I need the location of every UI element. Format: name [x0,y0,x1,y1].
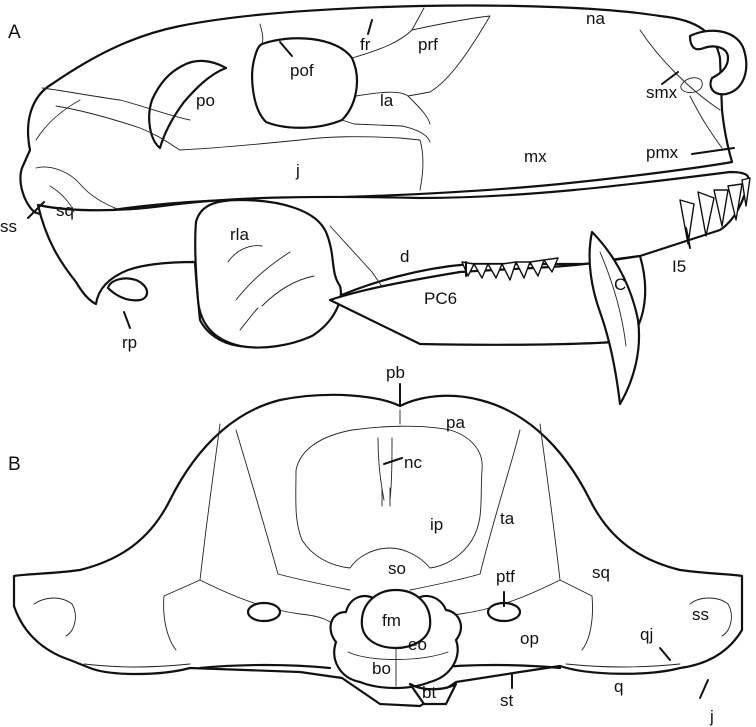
right-quadrate-line [565,663,681,668]
lamina-ridge-4 [239,307,259,331]
label-ptf: ptf [496,567,515,586]
upper-canine [588,230,641,406]
label-ss-b: ss [692,605,709,624]
retroarticular-process [106,277,149,302]
label-C: C [614,275,626,294]
left-ss-block [33,597,76,637]
post-temporal-fenestra-left [246,601,282,623]
label-I5: I5 [672,257,686,276]
postorbital-fenestra [251,37,359,129]
interparietal-region [295,425,483,569]
label-pa: pa [446,413,465,432]
label-bo: bo [372,659,391,678]
temporal-notch [148,59,228,150]
lamina-ridge-2 [235,251,291,301]
label-pof: pof [290,61,314,80]
label-mx: mx [524,147,547,166]
external-naris [688,29,748,96]
label-ta: ta [500,509,515,528]
sutures-lateral [35,7,723,213]
label-j-b: j [709,707,714,726]
basal-tuber [408,682,458,706]
incisors [679,177,751,245]
midline-bars [381,487,391,507]
label-po: po [196,91,215,110]
leader-lines-b [383,383,709,699]
canine-ridge [599,251,627,347]
septomaxillary-foramen [680,77,703,93]
right-ss-block [689,597,732,637]
cranium-outline [19,4,734,218]
label-qj: qj [640,625,653,644]
label-so: so [388,559,406,578]
label-fr: fr [360,35,371,54]
label-ss-a: ss [0,217,17,236]
leader-lines-a [27,19,735,329]
label-eo: eo [408,635,427,654]
label-q: q [614,677,623,696]
panel-label-a: A [8,22,21,43]
squamosal-suture-right [539,423,593,651]
lamina-ridge-3 [261,275,315,307]
label-na: na [586,9,605,28]
label-sq-b: sq [592,563,610,582]
label-rla: rla [230,225,249,244]
label-op: op [520,629,539,648]
label-smx: smx [646,83,678,102]
squamosal-suture-left [163,423,221,651]
label-nc: nc [404,453,422,472]
label-rp: rp [122,333,137,352]
label-j: j [295,161,300,180]
occipital-view: B pb pa nc ta ip so ptf sq fm eo op ss q… [8,363,744,726]
paroccipital-line-left [199,579,339,631]
label-bt: bt [422,683,436,702]
stapes-left [198,663,332,670]
supraoccipital-outline [235,429,521,591]
label-la: la [380,91,394,110]
lamina-ridge-1 [227,245,263,263]
panel-label-b: B [8,454,21,475]
label-pmx: pmx [646,143,679,162]
label-pb: pb [386,363,405,382]
foramen-magnum [360,588,432,650]
left-quadrate-line [83,663,191,668]
lower-jaw-body [328,254,647,346]
occiput-outline [12,393,744,708]
label-d: d [400,247,409,266]
lateral-view: A na fr prf pof po la smx pmx mx j ss sq… [0,4,751,406]
label-prf: prf [418,35,438,54]
label-fm: fm [382,611,401,630]
label-ip: ip [430,515,443,534]
label-sq-a: sq [56,201,74,220]
label-PC6: PC6 [424,289,457,308]
reflected-lamina [194,198,342,349]
label-st: st [500,691,514,710]
